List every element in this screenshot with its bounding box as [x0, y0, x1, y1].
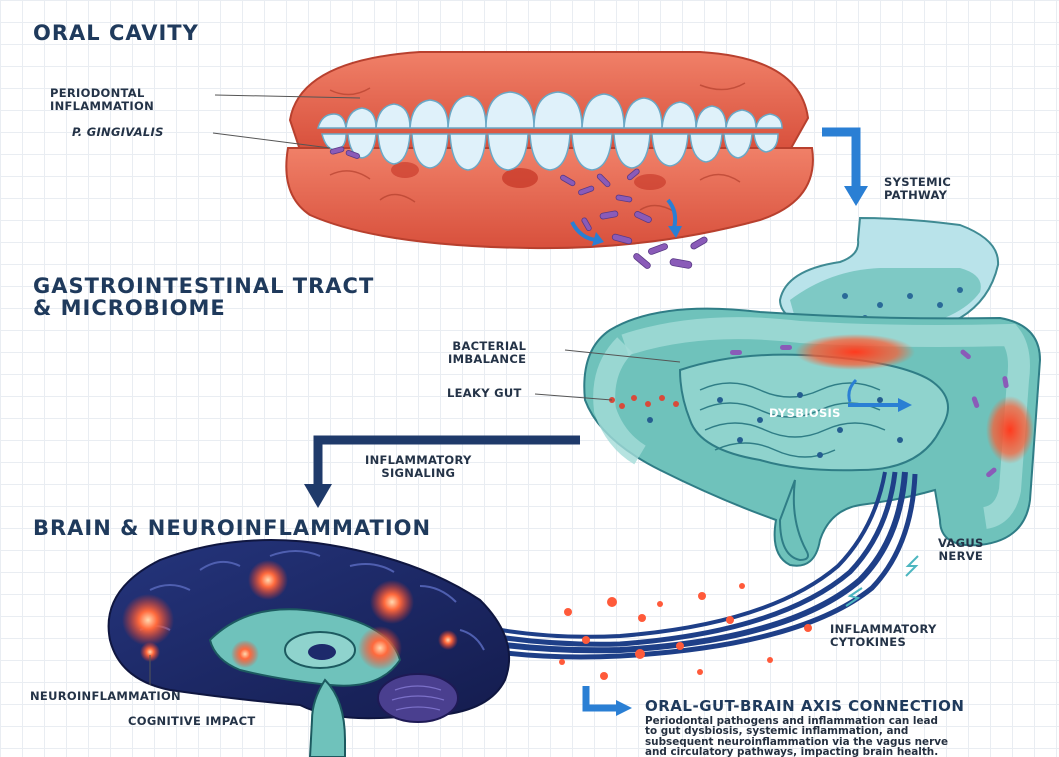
systemic-pathway-arrow [822, 132, 868, 206]
label-periodontal-inflammation: PERIODONTAL INFLAMMATION [50, 87, 154, 113]
label-inflammatory-signaling-line2: SIGNALING [365, 467, 472, 480]
label-cognitive-impact: COGNITIVE IMPACT [128, 715, 256, 728]
axis-connection-title: ORAL-GUT-BRAIN AXIS CONNECTION [645, 697, 964, 715]
section-title-gi-line1: GASTROINTESTINAL TRACT [33, 275, 374, 298]
label-bacterial-line2: IMBALANCE [448, 353, 526, 366]
label-periodontal-line2: INFLAMMATION [50, 100, 154, 113]
label-dysbiosis: DYSBIOSIS [769, 407, 841, 420]
label-neuroinflammation: NEUROINFLAMMATION [30, 690, 181, 703]
label-bacterial-imbalance: BACTERIAL IMBALANCE [448, 340, 526, 366]
label-cytokines-line2: CYTOKINES [830, 636, 937, 649]
mouth-illustration [286, 52, 813, 270]
label-vagus-nerve: VAGUS NERVE [938, 537, 984, 563]
label-systemic-pathway: SYSTEMIC PATHWAY [884, 176, 951, 202]
label-inflammatory-signaling: INFLAMMATORY SIGNALING [365, 454, 472, 480]
label-inflammatory-cytokines: INFLAMMATORY CYTOKINES [830, 623, 937, 649]
gi-tract-illustration [584, 218, 1040, 566]
label-systemic-line2: PATHWAY [884, 189, 951, 202]
label-p-gingivalis: P. GINGIVALIS [72, 126, 164, 139]
section-title-brain: BRAIN & NEUROINFLAMMATION [33, 517, 431, 540]
label-vagus-line2: NERVE [938, 550, 984, 563]
section-title-oral: ORAL CAVITY [33, 22, 199, 45]
axis-body-line4: and circulatory pathways, impacting brai… [645, 747, 1059, 757]
label-leaky-gut: LEAKY GUT [447, 387, 522, 400]
section-title-gi-line2: & MICROBIOME [33, 297, 226, 320]
axis-connection-body: Periodontal pathogens and inflammation c… [645, 716, 1059, 757]
axis-connection-arrow [586, 686, 632, 716]
